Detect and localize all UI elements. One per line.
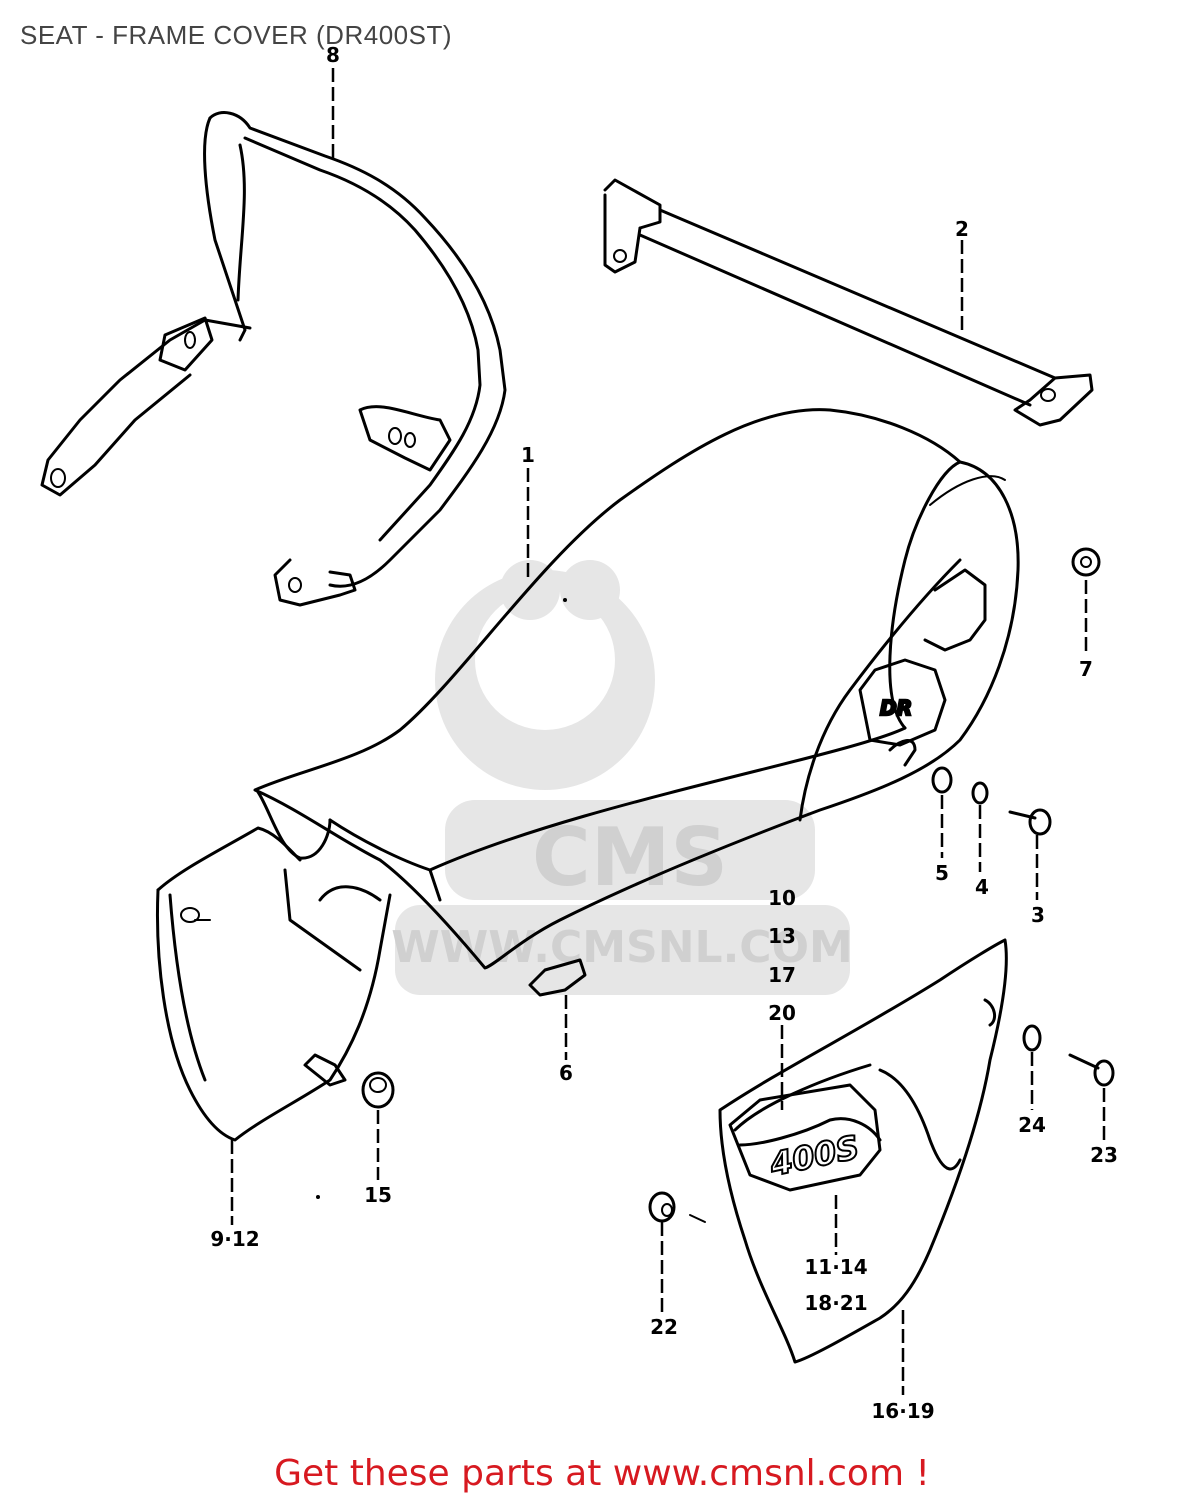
callout-3: 3 (1031, 903, 1045, 927)
seat-hook (528, 958, 587, 997)
callout-18-21: 18·21 (804, 1291, 867, 1315)
grab-rail (40, 111, 507, 607)
seat-logo-text: DR (880, 696, 912, 720)
callout-13: 13 (768, 924, 796, 948)
callout-4: 4 (975, 875, 989, 899)
bolt-3 (1008, 808, 1052, 836)
callout-6: 6 (559, 1061, 573, 1085)
washer-5 (931, 766, 953, 794)
cover-damper (361, 1071, 395, 1109)
callout-7: 7 (1079, 657, 1093, 681)
callout-labels: 8 2 1 7 5 4 3 10 13 17 20 6 24 23 15 9·1… (210, 43, 1118, 1423)
footer-cta-link[interactable]: Get these parts at www.cmsnl.com ! (274, 1453, 930, 1494)
callout-9-12: 9·12 (210, 1227, 259, 1251)
left-frame-cover (155, 826, 392, 1142)
cms-watermark: CMS WWW.CMSNL.COM (391, 560, 853, 995)
seat-dr-logo: DR (858, 568, 987, 747)
seat: DR (253, 408, 1020, 970)
callout-16-19: 16·19 (871, 1399, 934, 1423)
callout-15: 15 (364, 1183, 392, 1207)
washer-24 (1022, 1024, 1042, 1052)
callout-11-14: 11·14 (804, 1255, 867, 1279)
callout-20: 20 (768, 1001, 796, 1025)
callout-5: 5 (935, 861, 949, 885)
callout-23: 23 (1090, 1143, 1118, 1167)
seat-bracket-bar (603, 178, 1094, 427)
screw-23 (1068, 1053, 1115, 1087)
cover-400s-emblem: 400S (728, 1083, 882, 1192)
grommet (1071, 547, 1101, 577)
callout-8: 8 (326, 43, 340, 67)
grommet-22 (648, 1191, 706, 1223)
cover-logo-text: 400S (766, 1128, 863, 1184)
stray-dots (316, 598, 567, 1199)
callout-1: 1 (521, 443, 535, 467)
diagram-title: SEAT - FRAME COVER (DR400ST) (20, 20, 452, 50)
callout-2: 2 (955, 217, 969, 241)
nut-4 (971, 781, 989, 805)
leader-lines (230, 68, 1106, 1395)
callout-17: 17 (768, 963, 796, 987)
callout-22: 22 (650, 1315, 678, 1339)
callout-24: 24 (1018, 1113, 1046, 1137)
callout-10: 10 (768, 886, 796, 910)
